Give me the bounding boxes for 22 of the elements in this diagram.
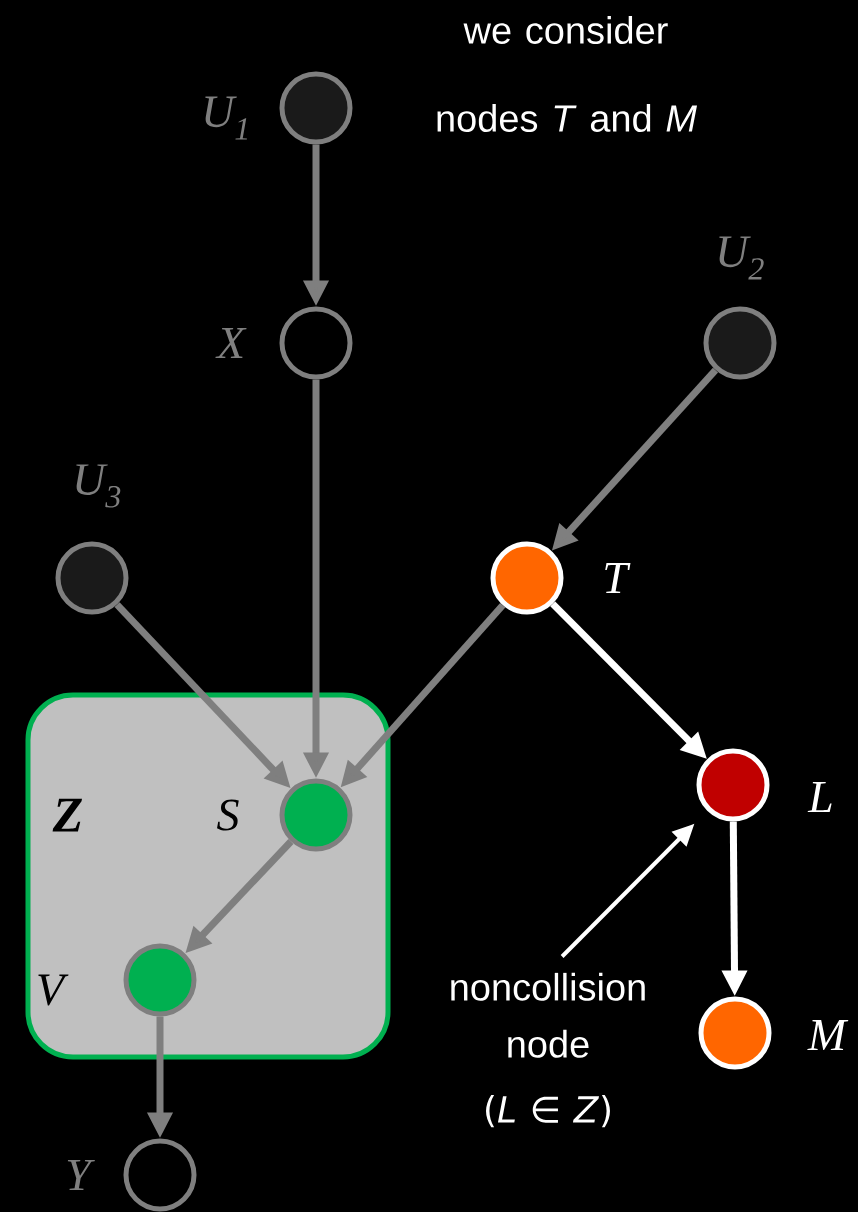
node-circle [123,1138,197,1212]
node-label: X [215,327,247,359]
node-label: U$_{1}$ [205,96,247,140]
node-label: S [217,799,239,831]
node-label: U$_{2}$ [719,236,764,280]
node-circle [696,748,770,822]
node-circle [123,943,197,1017]
node-label: M [807,1019,849,1051]
node-label: U$_{3}$ [76,464,121,508]
heading-text: we consider nodes T and M [437,16,697,132]
node-circle [279,71,353,145]
node-label: L [807,781,832,813]
node-circle [703,306,777,380]
node-circle [55,541,129,615]
node-circle [279,778,353,852]
node-circle [698,996,772,1070]
node-label: V [38,974,69,1006]
node-circle [279,306,353,380]
annotation-text: noncollision node (L ∈ Z) [451,972,645,1128]
node-circle [490,541,564,615]
node-label: Y [67,1159,95,1191]
node-label: T [605,562,631,594]
